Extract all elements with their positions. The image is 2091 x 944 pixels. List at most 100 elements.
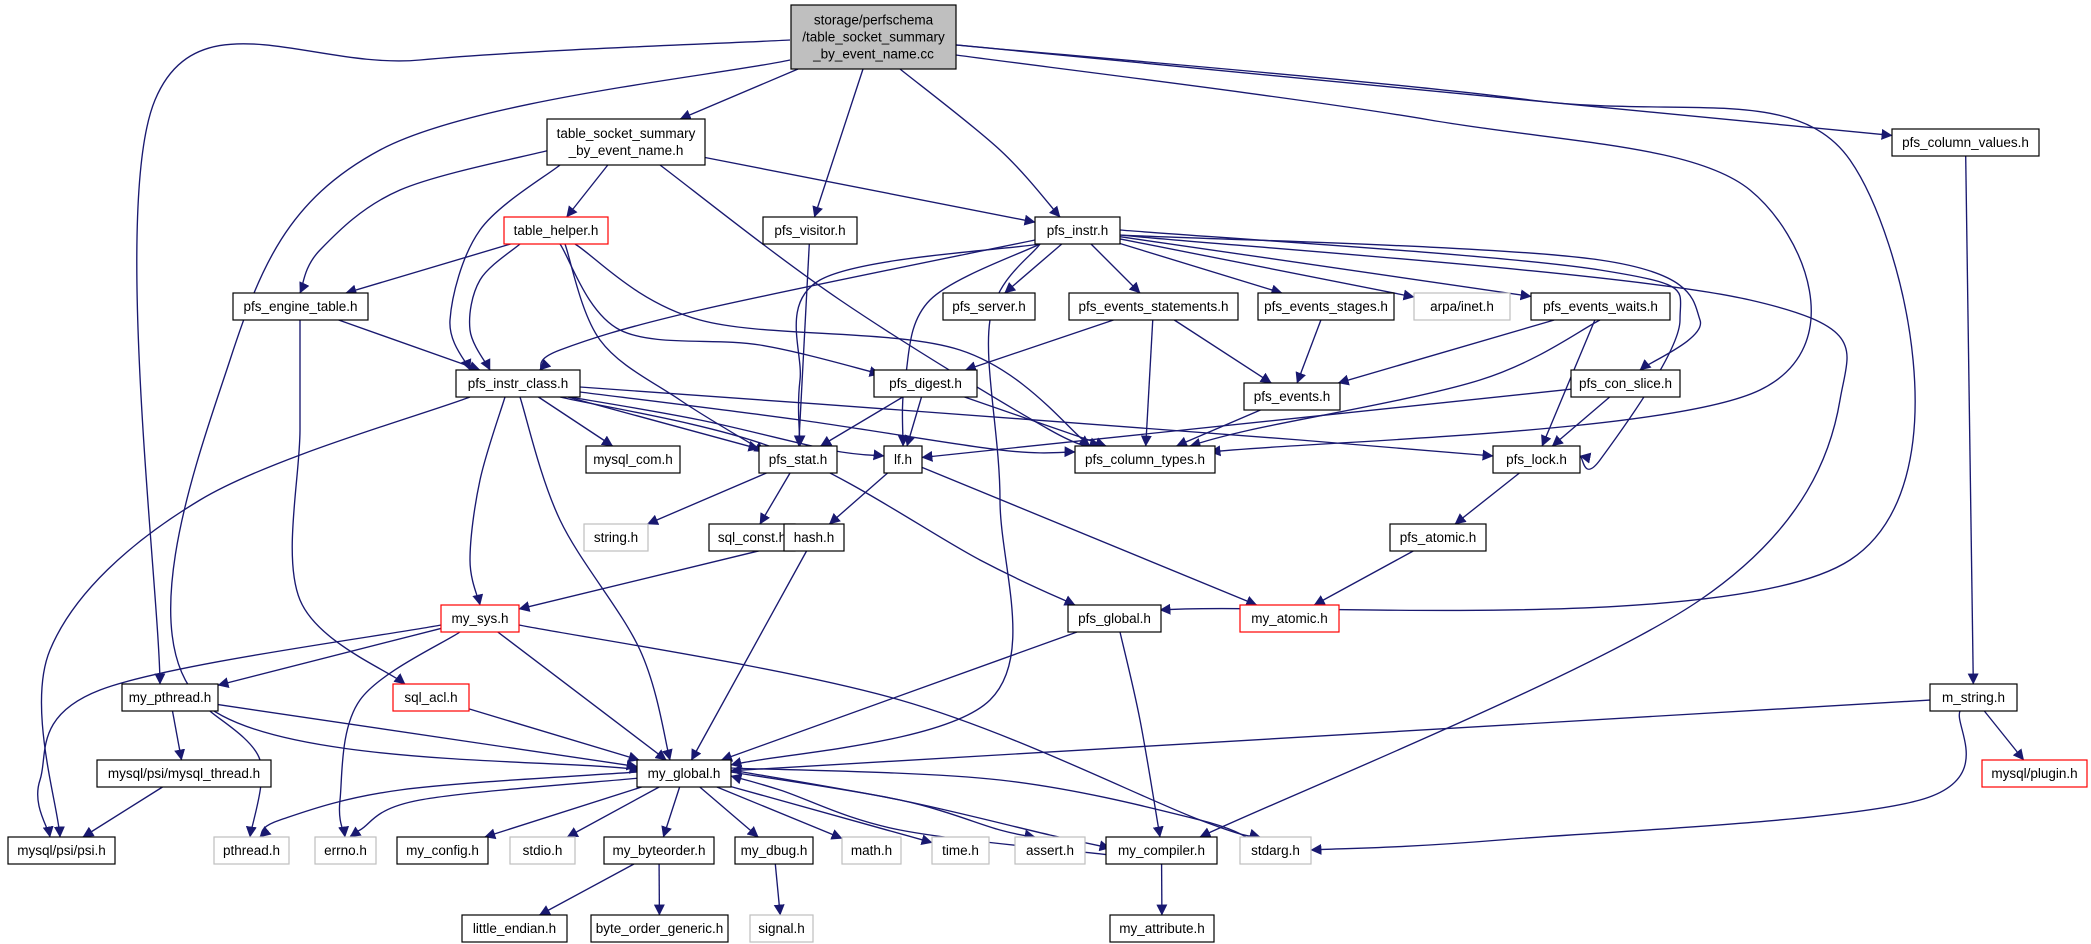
node-time-h[interactable]: time.h (931, 836, 990, 865)
node-mysql-plugin[interactable]: mysql/plugin.h (1981, 759, 2088, 788)
node-pfs-stat[interactable]: pfs_stat.h (758, 445, 838, 474)
node-signal-h[interactable]: signal.h (749, 914, 814, 943)
node-box (708, 523, 796, 552)
node-m-string[interactable]: m_string.h (1929, 683, 2018, 712)
node-label: pfs_server.h (952, 299, 1026, 314)
edge-pfs-instr-class-to-pfs-lock (579, 386, 1494, 461)
edge-my-global-to-my-config (484, 786, 642, 840)
node-pfs-column-types[interactable]: pfs_column_types.h (1074, 445, 1216, 474)
edge-pfs-instr-to-pfs-con-slice (1119, 234, 1701, 371)
node-label: mysql_com.h (593, 452, 673, 467)
edge-pfs-events-statements-to-pfs-events (1173, 319, 1272, 384)
node-box (314, 836, 377, 865)
edge-pfs-instr-to-pfs-instr-class (539, 239, 1036, 371)
node-pfs-events-stages[interactable]: pfs_events_stages.h (1257, 292, 1395, 321)
node-my-atomic[interactable]: my_atomic.h (1239, 604, 1340, 633)
edge-my-global-to-my-compiler (730, 769, 1111, 852)
node-mysql-com[interactable]: mysql_com.h (585, 445, 681, 474)
node-box (1074, 445, 1216, 474)
node-my-attribute[interactable]: my_attribute.h (1109, 914, 1215, 943)
node-pfs-engine-table[interactable]: pfs_engine_table.h (232, 292, 369, 321)
node-pthread-h[interactable]: pthread.h (213, 836, 290, 865)
node-my-config[interactable]: my_config.h (396, 836, 489, 865)
node-string-h[interactable]: string.h (583, 523, 649, 552)
edge-pfs-con-slice-to-lf (921, 388, 1572, 462)
node-little-endian[interactable]: little_endian.h (461, 914, 568, 943)
node-sql-const[interactable]: sql_const.h (708, 523, 796, 552)
node-pfs-instr-class[interactable]: pfs_instr_class.h (455, 369, 581, 398)
edge-root-to-pfs-column-types (955, 54, 1812, 457)
edge-root-to-pfs-instr (899, 68, 1061, 218)
node-math-h[interactable]: math.h (841, 836, 902, 865)
edge-my-global-to-errno-h (349, 777, 641, 838)
node-pfs-global[interactable]: pfs_global.h (1067, 604, 1162, 633)
edge-pfs-con-slice-to-pfs-lock (1551, 396, 1611, 447)
node-my-sys[interactable]: my_sys.h (440, 604, 520, 633)
edge-pfs-instr-class-to-psi (40, 396, 471, 838)
node-label: table_socket_summary (557, 126, 696, 141)
edge-my-global-to-pthread-h (259, 771, 638, 838)
node-my-pthread[interactable]: my_pthread.h (121, 683, 219, 712)
node-my-byteorder[interactable]: my_byteorder.h (603, 836, 715, 865)
node-my-dbug[interactable]: my_dbug.h (734, 836, 814, 865)
node-pfs-lock[interactable]: pfs_lock.h (1492, 445, 1581, 474)
node-pfs-instr[interactable]: pfs_instr.h (1034, 216, 1121, 245)
node-label: pthread.h (223, 843, 280, 858)
edge-pfs-digest-to-pfs-stat (820, 396, 904, 447)
node-pfs-events-waits[interactable]: pfs_events_waits.h (1530, 292, 1671, 321)
node-stdio-h[interactable]: stdio.h (509, 836, 576, 865)
node-hash[interactable]: hash.h (783, 523, 845, 552)
edge-table-helper-to-pfs-stat (564, 243, 766, 453)
edge-pfs-stat-to-string-h (646, 472, 767, 525)
node-box (1257, 292, 1395, 321)
node-pfs-column-values[interactable]: pfs_column_values.h (1891, 128, 2040, 157)
node-pfs-con-slice[interactable]: pfs_con_slice.h (1570, 369, 1681, 398)
node-box (1891, 128, 2040, 157)
edge-my-global-to-assert-h (730, 771, 1036, 841)
node-label: mysql/psi/mysql_thread.h (108, 766, 260, 781)
edge-tsse-h-to-pfs-engine-table (299, 149, 551, 294)
node-my-global[interactable]: my_global.h (636, 759, 732, 788)
edge-my-global-to-stdarg-h (730, 767, 1261, 847)
edge-pfs-instr-to-lf (897, 243, 1041, 447)
node-assert-h[interactable]: assert.h (1014, 836, 1086, 865)
node-pfs-visitor[interactable]: pfs_visitor.h (762, 216, 858, 245)
node-box (942, 292, 1036, 321)
node-box (455, 369, 581, 398)
edge-pfs-instr-to-pfs-stat (794, 243, 1041, 447)
node-root[interactable]: storage/perfschema/table_socket_summary_… (790, 4, 957, 70)
node-box (1067, 604, 1162, 633)
node-lf[interactable]: lf.h (883, 445, 923, 474)
node-mysql-thread[interactable]: mysql/psi/mysql_thread.h (96, 759, 272, 788)
node-pfs-events-statements[interactable]: pfs_events_statements.h (1068, 292, 1239, 321)
edge-my-global-to-math-h (716, 786, 843, 840)
edge-my-sys-to-psi (37, 624, 442, 838)
edge-pfs-engine-table-to-pfs-instr-class (338, 319, 481, 372)
node-box (1239, 604, 1340, 633)
node-my-compiler[interactable]: my_compiler.h (1105, 836, 1218, 865)
node-box (1239, 836, 1312, 865)
node-arpa-inet[interactable]: arpa/inet.h (1413, 292, 1511, 321)
edge-pfs-instr-to-pfs-server (1004, 243, 1063, 294)
node-label: pfs_instr.h (1047, 223, 1109, 238)
edge-table-helper-to-pfs-column-types (574, 243, 1091, 447)
node-pfs-server[interactable]: pfs_server.h (942, 292, 1036, 321)
edge-pfs-global-to-my-compiler (1119, 631, 1164, 838)
edge-pfs-events-to-pfs-column-types (1175, 409, 1261, 447)
node-tsse-h[interactable]: table_socket_summary_by_event_name.h (546, 118, 706, 166)
node-psi[interactable]: mysql/psi/psi.h (7, 836, 116, 865)
node-pfs-atomic[interactable]: pfs_atomic.h (1389, 523, 1487, 552)
node-pfs-digest[interactable]: pfs_digest.h (873, 369, 978, 398)
node-label: my_config.h (406, 843, 479, 858)
edge-my-byteorder-to-little-endian (539, 863, 635, 916)
edge-my-pthread-to-my-global (217, 703, 638, 771)
node-sql-acl[interactable]: sql_acl.h (392, 683, 470, 712)
node-box (392, 683, 470, 712)
node-errno-h[interactable]: errno.h (314, 836, 377, 865)
node-label: my_global.h (648, 766, 721, 781)
node-table-helper[interactable]: table_helper.h (503, 216, 609, 245)
node-label: sql_acl.h (404, 690, 457, 705)
node-stdarg-h[interactable]: stdarg.h (1239, 836, 1312, 865)
node-byte-order-generic[interactable]: byte_order_generic.h (590, 914, 729, 943)
node-pfs-events[interactable]: pfs_events.h (1243, 382, 1341, 411)
